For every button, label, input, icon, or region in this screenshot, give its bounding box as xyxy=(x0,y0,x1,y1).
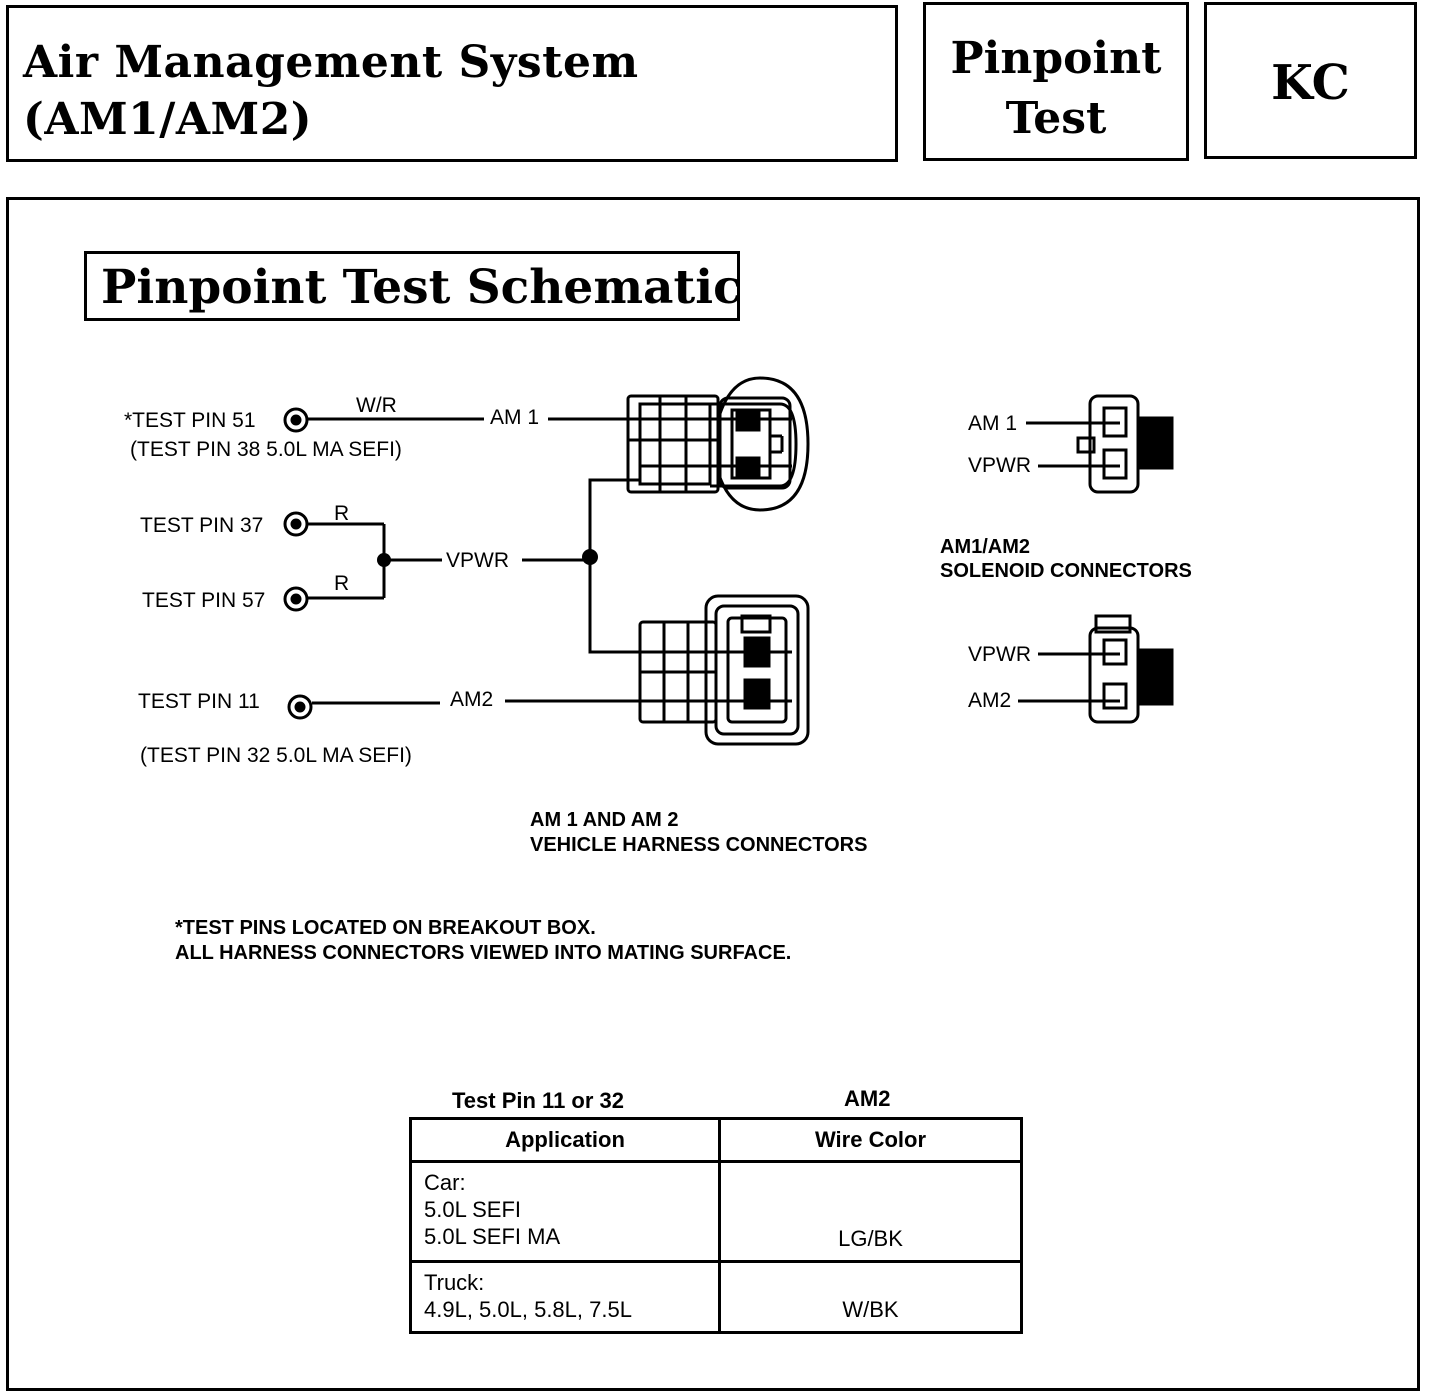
notes-line2: ALL HARNESS CONNECTORS VIEWED INTO MATIN… xyxy=(175,942,792,964)
application-line: 5.0L SEFI MA xyxy=(424,1224,561,1249)
table-row: Truck: 4.9L, 5.0L, 5.8L, 7.5L W/BK xyxy=(409,1260,1023,1334)
application-cell: Car: 5.0L SEFI 5.0L SEFI MA xyxy=(409,1160,721,1263)
table-caption-left: Test Pin 11 or 32 xyxy=(452,1088,625,1113)
splice-vpwr-dot xyxy=(582,549,598,565)
test-type: Pinpoint Test xyxy=(926,29,1186,149)
test-type-line1: Pinpoint xyxy=(950,33,1162,84)
wire-vpwr-trunk xyxy=(588,478,642,654)
table-header-wire-color: Wire Color xyxy=(718,1117,1023,1163)
test-pin-57-symbol xyxy=(283,586,309,612)
solenoid-connector-bottom xyxy=(1018,614,1174,724)
table-header-application: Application xyxy=(409,1117,721,1163)
am2-harness-connector xyxy=(638,594,810,746)
splice-r-dot xyxy=(377,553,391,567)
test-pin-51-note: (TEST PIN 38 5.0L MA SEFI) xyxy=(130,438,402,461)
application-line: Car: xyxy=(424,1170,466,1195)
application-cell: Truck: 4.9L, 5.0L, 5.8L, 7.5L xyxy=(409,1260,721,1334)
solenoid-bottom-vpwr-label: VPWR xyxy=(968,643,1031,666)
application-line: Truck: xyxy=(424,1270,485,1295)
test-pin-51-label: *TEST PIN 51 xyxy=(124,409,256,432)
system-title: Air Management System (AM1/AM2) xyxy=(23,34,639,148)
schematic-title-box: Pinpoint Test Schematic xyxy=(84,251,742,321)
table-header-row: Application Wire Color xyxy=(409,1117,1023,1163)
harness-caption-line2: VEHICLE HARNESS CONNECTORS xyxy=(530,834,868,856)
application-line: 5.0L SEFI xyxy=(424,1197,522,1222)
test-pin-11-label: TEST PIN 11 xyxy=(138,690,260,713)
test-pin-51-symbol xyxy=(283,407,309,433)
table-row: Car: 5.0L SEFI 5.0L SEFI MA LG/BK xyxy=(409,1160,1023,1263)
am1-harness-connector xyxy=(626,376,810,512)
solenoid-caption-line2: SOLENOID CONNECTORS xyxy=(940,560,1192,582)
wire-color-wr: W/R xyxy=(356,394,397,417)
test-pin-11-note: (TEST PIN 32 5.0L MA SEFI) xyxy=(140,744,412,767)
circuit-am1-label: AM 1 xyxy=(490,406,540,429)
harness-caption-line1: AM 1 AND AM 2 xyxy=(530,809,679,831)
circuit-am2-label: AM2 xyxy=(450,688,494,711)
test-type-box: Pinpoint Test xyxy=(923,2,1189,161)
table-caption-right: AM2 xyxy=(844,1086,891,1111)
test-pin-37-symbol xyxy=(283,511,309,537)
test-pin-11-symbol xyxy=(287,694,313,720)
schematic-title: Pinpoint Test Schematic xyxy=(101,260,742,315)
test-code-box: KC xyxy=(1204,2,1417,159)
wire-color-r-37: R xyxy=(334,502,350,525)
solenoid-connector-top xyxy=(1026,394,1174,494)
wire-color-cell: LG/BK xyxy=(718,1160,1023,1263)
system-title-box: Air Management System (AM1/AM2) xyxy=(6,5,898,162)
test-type-line2: Test xyxy=(1005,93,1107,144)
solenoid-caption-line1: AM1/AM2 xyxy=(940,536,1031,558)
solenoid-top-vpwr-label: VPWR xyxy=(968,454,1031,477)
wire-color-r-57: R xyxy=(334,572,350,595)
notes-line1: *TEST PINS LOCATED ON BREAKOUT BOX. xyxy=(175,917,596,939)
solenoid-bottom-am2-label: AM2 xyxy=(968,689,1012,712)
solenoid-top-am1-label: AM 1 xyxy=(968,412,1018,435)
wire-color-table: Application Wire Color Car: 5.0L SEFI 5.… xyxy=(409,1117,1023,1334)
test-pin-57-label: TEST PIN 57 xyxy=(142,589,266,612)
system-title-line2: (AM1/AM2) xyxy=(23,94,313,145)
schematic-panel xyxy=(6,197,1420,1391)
vpwr-junction-label: VPWR xyxy=(446,549,509,572)
test-pin-37-label: TEST PIN 37 xyxy=(140,514,264,537)
wire-color-cell: W/BK xyxy=(718,1260,1023,1334)
system-title-line1: Air Management System xyxy=(23,37,639,88)
test-code: KC xyxy=(1271,55,1350,111)
application-line: 4.9L, 5.0L, 5.8L, 7.5L xyxy=(424,1297,632,1322)
